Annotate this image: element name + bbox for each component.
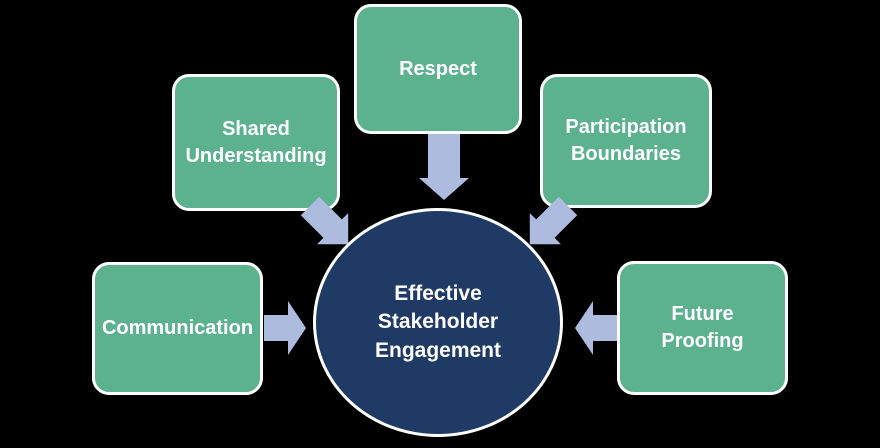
arrow-left-icon (575, 301, 617, 355)
box-communication-label: Communication (101, 317, 254, 339)
box-future-proofing-label: Future Proofing (661, 303, 744, 352)
box-participation-boundaries: Participation Boundaries (540, 74, 712, 208)
box-future-proofing: Future Proofing (617, 261, 788, 395)
center-circle: Effective Stakeholder Engagement (313, 208, 563, 437)
arrow-down-icon (419, 134, 469, 200)
box-respect-label: Respect (399, 57, 477, 80)
arrow-diagonal-down-right-icon (300, 196, 350, 246)
box-shared-understanding-label: Shared Understanding (185, 117, 327, 167)
box-communication: Communication (92, 262, 263, 395)
arrow-right-icon (264, 301, 306, 355)
arrow-diagonal-down-left-icon (528, 196, 578, 246)
center-circle-label: Effective Stakeholder Engagement (374, 281, 502, 362)
box-participation-boundaries-label: Participation Boundaries (565, 116, 687, 165)
box-shared-understanding: Shared Understanding (172, 74, 340, 211)
box-respect: Respect (354, 4, 522, 134)
